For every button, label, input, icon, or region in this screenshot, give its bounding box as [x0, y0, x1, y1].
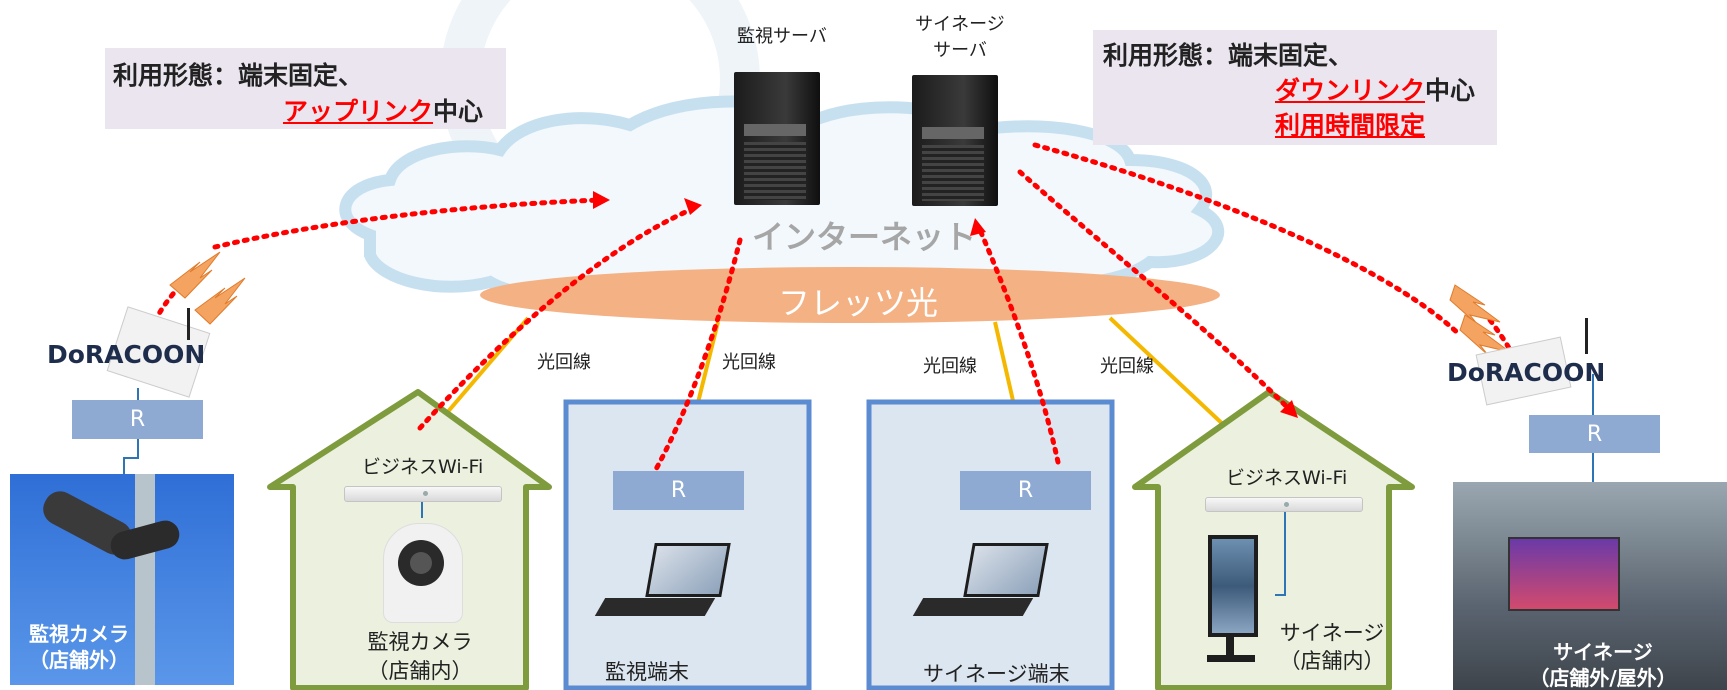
flets-label: フレッツ光 — [778, 284, 939, 322]
router-outside-left: R — [72, 400, 203, 439]
signage-server-label-1: サイネージ — [915, 14, 1005, 35]
router-signage-terminal: R — [960, 471, 1091, 510]
signal-icon — [169, 251, 221, 299]
antenna-icon — [1585, 318, 1588, 354]
downlink-highlight: ダウンリンク — [1275, 76, 1426, 105]
indoor-camera-icon — [383, 523, 463, 623]
internet-label: インターネット — [752, 218, 977, 256]
wifi-ap-left — [344, 486, 502, 502]
kiosk-base — [1207, 655, 1255, 662]
usage-box-right: 利用形態：端末固定、 ダウンリンク中心 利用時間限定 — [1093, 30, 1497, 145]
router-monitor-terminal: R — [613, 471, 744, 510]
signage-server-label-2: サーバ — [933, 40, 987, 61]
camera-inside-label-2: （店舗内） — [367, 659, 473, 683]
usage-left-line2-rest: 中心 — [433, 97, 484, 126]
signage-terminal-label: サイネージ端末 — [923, 662, 1070, 686]
fiber-label-2: 光回線 — [722, 352, 776, 373]
usage-right-line1: 利用形態：端末固定、 — [1103, 41, 1354, 70]
wifi-label-left: ビジネスWi-Fi — [362, 456, 484, 478]
usage-right-line2: ダウンリンク中心 — [1275, 71, 1475, 107]
signal-icon — [1459, 314, 1511, 356]
arrow-to-doracoon-right — [1032, 142, 1463, 338]
signage-server-icon — [912, 75, 998, 206]
laptop-base — [912, 598, 1034, 616]
camera-outside-photo: 監視カメラ （店舗外） — [10, 474, 234, 685]
wifi-label-right: ビジネスWi-Fi — [1226, 467, 1348, 489]
signage-kiosk-icon — [1208, 535, 1258, 637]
wifi-ap-right — [1205, 497, 1363, 512]
signage-outside-photo: サイネージ （店舗外/屋外） — [1453, 482, 1727, 690]
billboard-icon — [1508, 537, 1620, 611]
camera-outside-label-2: （店舗外） — [29, 648, 129, 672]
antenna-icon — [187, 308, 190, 340]
signal-icon — [194, 277, 246, 325]
doracoon-logo-right: DoRACOON — [1447, 358, 1606, 387]
time-limited-label: 利用時間限定 — [1275, 111, 1426, 140]
usage-left-line1: 利用形態：端末固定、 — [113, 61, 364, 90]
fiber-label-4: 光回線 — [1100, 356, 1154, 377]
fiber-label-1: 光回線 — [537, 352, 591, 373]
kiosk-stand — [1226, 637, 1234, 657]
arrow-to-monitor-server-2 — [417, 207, 693, 431]
camera-inside-label-1: 監視カメラ — [367, 630, 473, 654]
arrow-to-signage-inside — [1017, 169, 1293, 413]
fiber-label-3: 光回線 — [923, 356, 977, 377]
doracoon-logo-left: DoRACOON — [47, 340, 206, 369]
signage-outside-label-2: （店舗外/屋外） — [1529, 666, 1677, 690]
usage-box-left: 利用形態：端末固定、 アップリンク中心 — [105, 48, 506, 129]
laptop-base — [594, 598, 716, 616]
monitor-server-icon — [734, 72, 820, 205]
flets-ellipse — [480, 267, 1220, 323]
signage-inside-label-2: （店舗内） — [1279, 649, 1385, 673]
laptop-icon — [645, 543, 731, 597]
monitor-terminal-label: 監視端末 — [605, 660, 689, 684]
arrow-to-monitor-server-1 — [212, 197, 603, 250]
uplink-highlight: アップリンク — [283, 97, 434, 126]
usage-right-line2-rest: 中心 — [1425, 76, 1476, 105]
laptop-icon — [963, 543, 1049, 597]
monitor-server-label: 監視サーバ — [737, 26, 827, 47]
usage-left-line2: アップリンク中心 — [283, 92, 483, 128]
signage-outside-label-1: サイネージ — [1553, 640, 1653, 664]
signal-icon — [1449, 284, 1501, 326]
arrow-server-to-monitor-terminal — [647, 237, 743, 483]
arrow-signage-terminal-up — [977, 227, 1061, 465]
signage-inside-label-1: サイネージ — [1279, 621, 1385, 645]
camera-outside-label-1: 監視カメラ — [29, 622, 129, 646]
router-outside-right: R — [1529, 415, 1660, 453]
